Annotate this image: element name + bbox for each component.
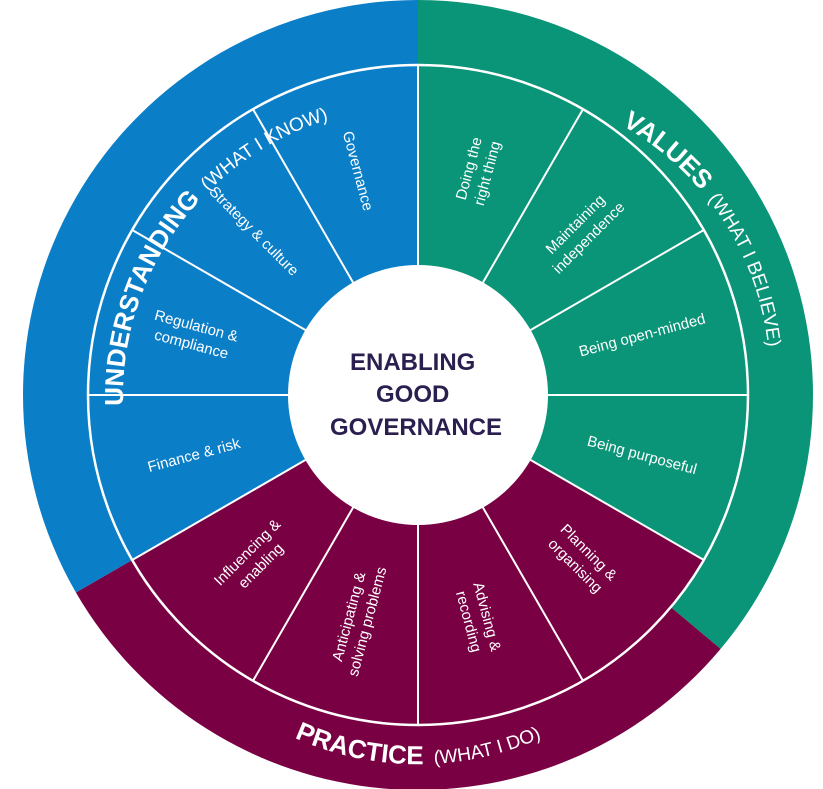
segment-dividers [86,63,750,727]
segment-divider [528,458,705,561]
center-title-line-2: GOOD [376,381,449,408]
segment-divider [481,108,584,285]
outer-band-practice [75,559,721,789]
outer-band-values [418,0,813,649]
outer-band-understanding [23,0,419,593]
segment-divider [131,458,308,561]
segment-planning-organising [482,459,704,681]
outer-ring [23,0,813,789]
center-title-line-3: GOVERNANCE [330,414,502,441]
segment-being-purposeful [528,395,748,560]
segment-strategy-culture [132,109,354,332]
segment-influencing-enabling [132,459,354,681]
segment-anticipating-solving [253,505,418,725]
segment-divider [481,505,584,682]
segment-divider [528,229,705,332]
segment-finance-risk [88,395,308,560]
center-title: ENABLING GOOD GOVERNANCE [330,349,502,441]
segment-divider [252,108,355,285]
ring-separator [86,63,750,727]
segment-maintaining-independence [482,109,704,332]
center-title-line-1: ENABLING [350,349,475,376]
segment-doing-right-thing [418,65,583,285]
segment-being-open-minded [528,230,748,395]
segment-divider [131,229,308,332]
segment-ring [88,65,748,725]
segment-divider [252,505,355,682]
center-circle [288,265,548,525]
segment-regulation-compliance [88,230,308,395]
segment-governance [253,65,418,285]
segment-advising-recording [418,505,583,725]
